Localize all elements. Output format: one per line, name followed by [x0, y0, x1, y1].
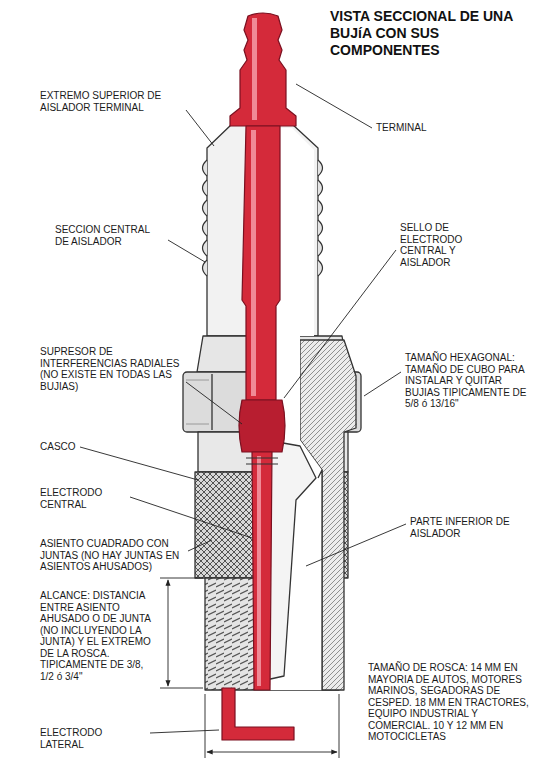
part-label: EXTREMO SUPERIOR DE AISLADOR TERMINAL — [40, 90, 182, 113]
insulator-rib — [203, 240, 208, 256]
center-rod — [242, 126, 280, 400]
insulator-rib — [203, 160, 208, 176]
terminal — [230, 13, 296, 126]
center-electrode — [252, 452, 272, 690]
diagram-title: VISTA SECCIONAL DE UNA BUJíA CON SUS COM… — [330, 8, 530, 59]
part-label: TAMAÑO DE ROSCA: 14 MM EN MAYORIA DE AUT… — [368, 662, 534, 743]
dimension-lines — [160, 578, 339, 758]
insulator-rib — [318, 220, 323, 236]
part-label: TAMAÑO HEXAGONAL: TAMAÑO DE CUBO PARA IN… — [405, 352, 535, 410]
lower-insulator — [266, 440, 316, 680]
insulator-rib — [203, 260, 208, 276]
suppressor — [239, 400, 285, 452]
side-electrode — [222, 688, 294, 740]
insulator-rib — [318, 160, 323, 176]
part-label: ASIENTO CUADRADO CON JUNTAS (NO HAY JUNT… — [40, 538, 186, 573]
insulator-rib — [318, 180, 323, 196]
insulator-rib — [203, 180, 208, 196]
insulator-rib — [203, 200, 208, 216]
insulator-rib — [318, 200, 323, 216]
insulator-rib — [318, 240, 323, 256]
part-label: PARTE INFERIOR DE AISLADOR — [410, 516, 532, 539]
part-label: TERMINAL — [376, 122, 466, 134]
leader-lines — [80, 84, 406, 733]
insulator-rib — [203, 220, 208, 236]
part-label: SECCION CENTRAL DE AISLADOR — [55, 224, 165, 247]
part-label: ELECTRODO CENTRAL — [40, 487, 128, 510]
insulator-rib — [318, 260, 323, 276]
part-label: CASCO — [40, 441, 100, 453]
part-label: SUPRESOR DE INTERFERENCIAS RADIALES (NO … — [40, 346, 182, 392]
part-label: ALCANCE: DISTANCIA ENTRE ASIENTO AHUSADO… — [40, 590, 158, 682]
part-label: ELECTRODO LATERAL — [40, 727, 148, 750]
part-label: SELLO DE ELECTRODO CENTRAL Y AISLADOR — [400, 222, 504, 268]
